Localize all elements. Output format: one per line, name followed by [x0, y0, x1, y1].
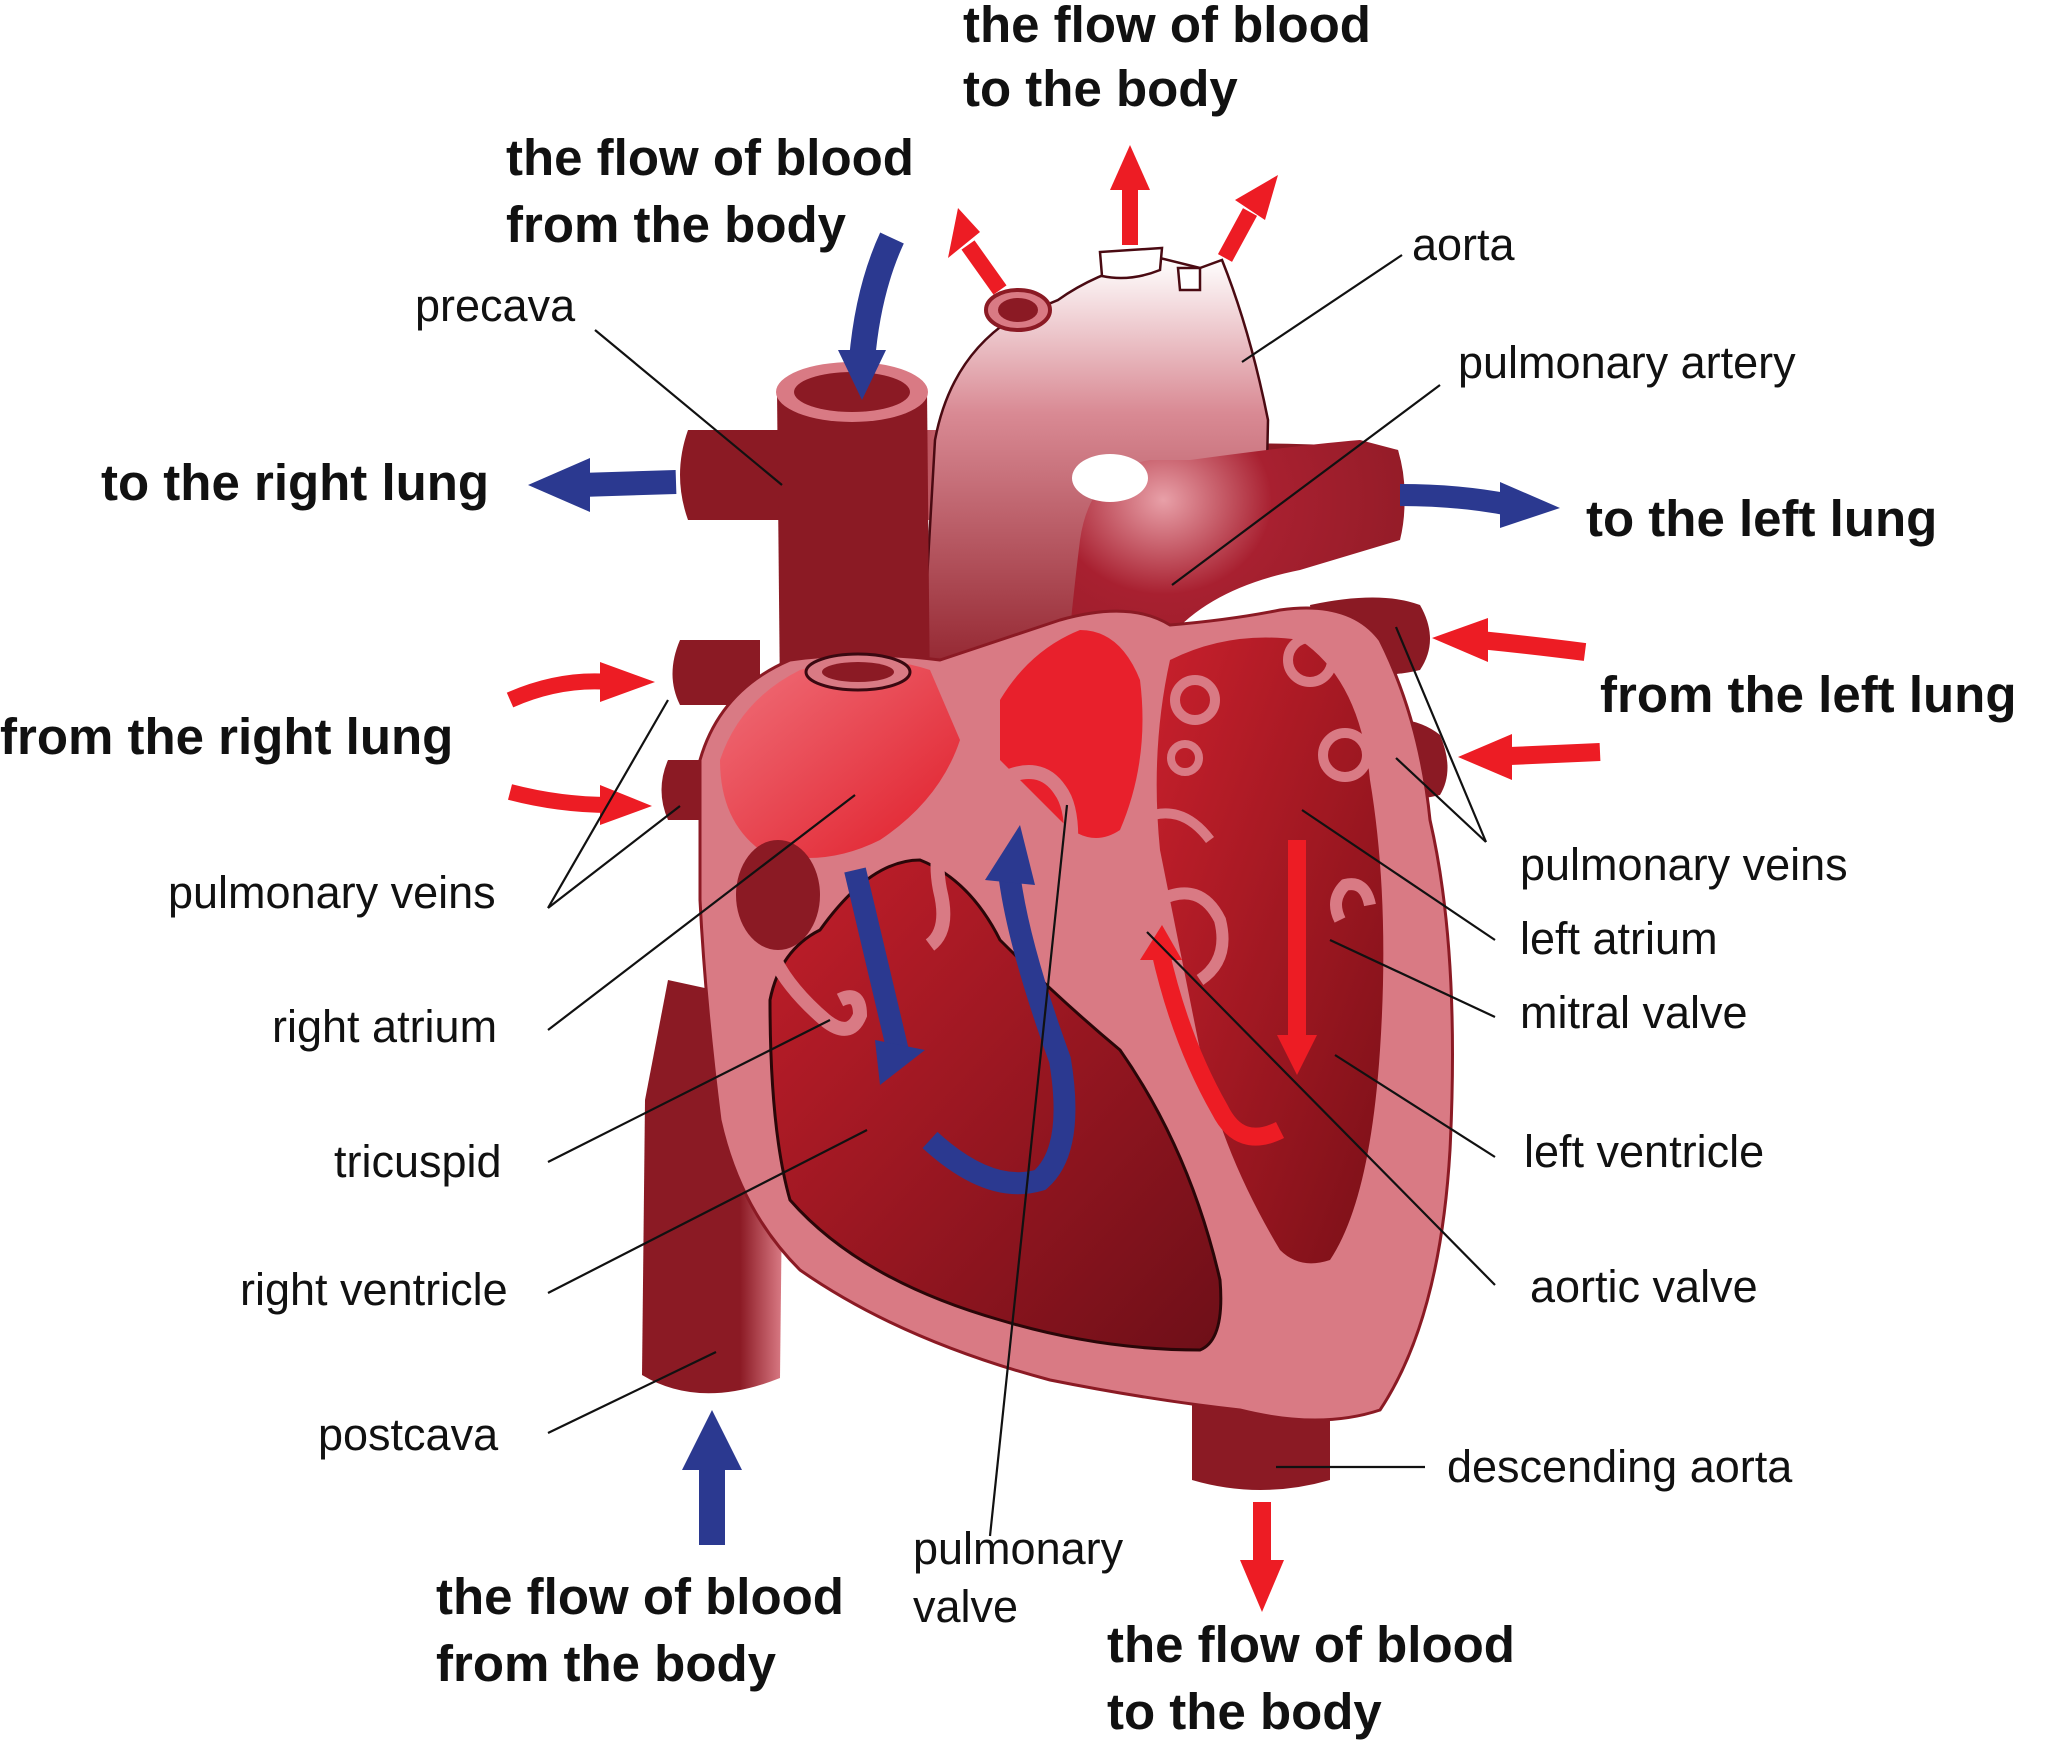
arrow-from-right-lung-lower — [507, 784, 611, 813]
right-atrium-inner — [736, 840, 820, 950]
label-left-ventricle: left ventricle — [1524, 1126, 1765, 1177]
leader-pulmonary-veins-left-2 — [547, 805, 681, 909]
arrow-to-left-lung — [1399, 484, 1513, 516]
flow-arrow-blue-loop — [922, 878, 1076, 1195]
label-to-body-top-line1: the flow of blood — [963, 0, 1371, 53]
label-pulmonary-veins-left: pulmonary veins — [168, 867, 496, 918]
precava-vessel — [777, 390, 930, 700]
label-pulmonary-artery: pulmonary artery — [1458, 337, 1796, 388]
aorta-branch-middle — [1098, 246, 1164, 280]
leader-aortic-valve — [1146, 931, 1496, 1286]
aortic-valve-leaflet — [1157, 887, 1229, 985]
label-pulmonary-valve-line1: pulmonary — [913, 1523, 1124, 1574]
arrow-to-body-top-left — [961, 240, 1007, 295]
arrow-from-left-lung-lower — [1509, 743, 1601, 765]
mitral-loop-2 — [1283, 633, 1337, 687]
mitral-loop-3 — [1318, 728, 1372, 782]
arrow-from-body-top — [849, 232, 904, 362]
label-pulmonary-veins-right: pulmonary veins — [1520, 839, 1848, 890]
label-descending-aorta: descending aorta — [1447, 1441, 1793, 1492]
leader-mitral-valve — [1329, 939, 1496, 1018]
leader-right-atrium — [547, 794, 856, 1031]
septum-chamber — [1000, 630, 1143, 838]
label-right-ventricle: right ventricle — [240, 1264, 508, 1315]
flow-arrow-blue-down — [844, 867, 911, 1063]
label-pulmonary-valve-line2: valve — [913, 1581, 1019, 1632]
label-postcava: postcava — [318, 1409, 499, 1460]
label-to-right-lung: to the right lung — [101, 454, 490, 511]
label-from-right-lung: from the right lung — [0, 708, 454, 765]
label-right-atrium: right atrium — [272, 1001, 498, 1052]
label-from-left-lung: from the left lung — [1600, 666, 2017, 723]
label-left-atrium: left atrium — [1520, 913, 1718, 964]
leader-postcava — [547, 1351, 717, 1434]
left-ventricle-chamber — [1156, 637, 1384, 1264]
leader-pulmonary-veins-right-2 — [1395, 757, 1487, 843]
label-mitral-valve: mitral valve — [1520, 987, 1748, 1038]
leader-precava — [594, 329, 783, 486]
mitral-loop-4 — [1167, 740, 1203, 776]
leader-pulmonary-artery — [1171, 384, 1441, 586]
leader-left-atrium — [1301, 809, 1496, 941]
right-pulmonary-vein-upper — [672, 640, 760, 705]
arrow-from-left-lung-upper — [1479, 631, 1587, 661]
label-to-body-top-line2: to the body — [963, 60, 1238, 117]
label-tricuspid: tricuspid — [334, 1136, 502, 1187]
label-to-body-bottom-line1: the flow of blood — [1107, 1616, 1515, 1673]
leader-pulmonary-valve — [988, 804, 1069, 1537]
mitral-loop-1 — [1170, 675, 1220, 725]
leader-aorta — [1241, 254, 1403, 363]
leader-left-ventricle — [1334, 1054, 1496, 1158]
arrow-to-right-lung — [579, 470, 677, 497]
label-from-body-bottom-line1: the flow of blood — [436, 1568, 844, 1625]
label-aorta: aorta — [1412, 219, 1515, 270]
tricuspid-leaflet — [768, 956, 868, 1036]
arrow-to-body-top-right — [1217, 208, 1258, 262]
pulmonary-valve-leaflet — [996, 765, 1079, 861]
pulmonary-artery-opening — [1072, 454, 1148, 502]
leader-pulmonary-veins-left-1 — [547, 699, 669, 909]
leader-tricuspid — [547, 1019, 831, 1163]
arrow-from-right-lung-upper — [506, 673, 611, 708]
aorta-branch-right — [1176, 266, 1202, 292]
mitral-valve-leaflet — [1330, 878, 1376, 923]
label-precava: precava — [415, 280, 576, 331]
leader-right-ventricle — [547, 1129, 868, 1294]
label-from-body-top-line2: from the body — [506, 196, 846, 253]
label-from-body-top-line1: the flow of blood — [506, 129, 914, 186]
label-to-left-lung: to the left lung — [1586, 490, 1938, 547]
label-aortic-valve: aortic valve — [1530, 1261, 1758, 1312]
flow-arrow-red-loop — [1151, 948, 1285, 1146]
label-from-body-bottom-line2: from the body — [436, 1635, 776, 1692]
leader-pulmonary-veins-right-1 — [1394, 626, 1488, 843]
pulmonary-artery-vessel — [1060, 440, 1405, 740]
right-atrium-chamber — [720, 660, 960, 858]
label-to-body-bottom-line2: to the body — [1107, 1683, 1382, 1740]
